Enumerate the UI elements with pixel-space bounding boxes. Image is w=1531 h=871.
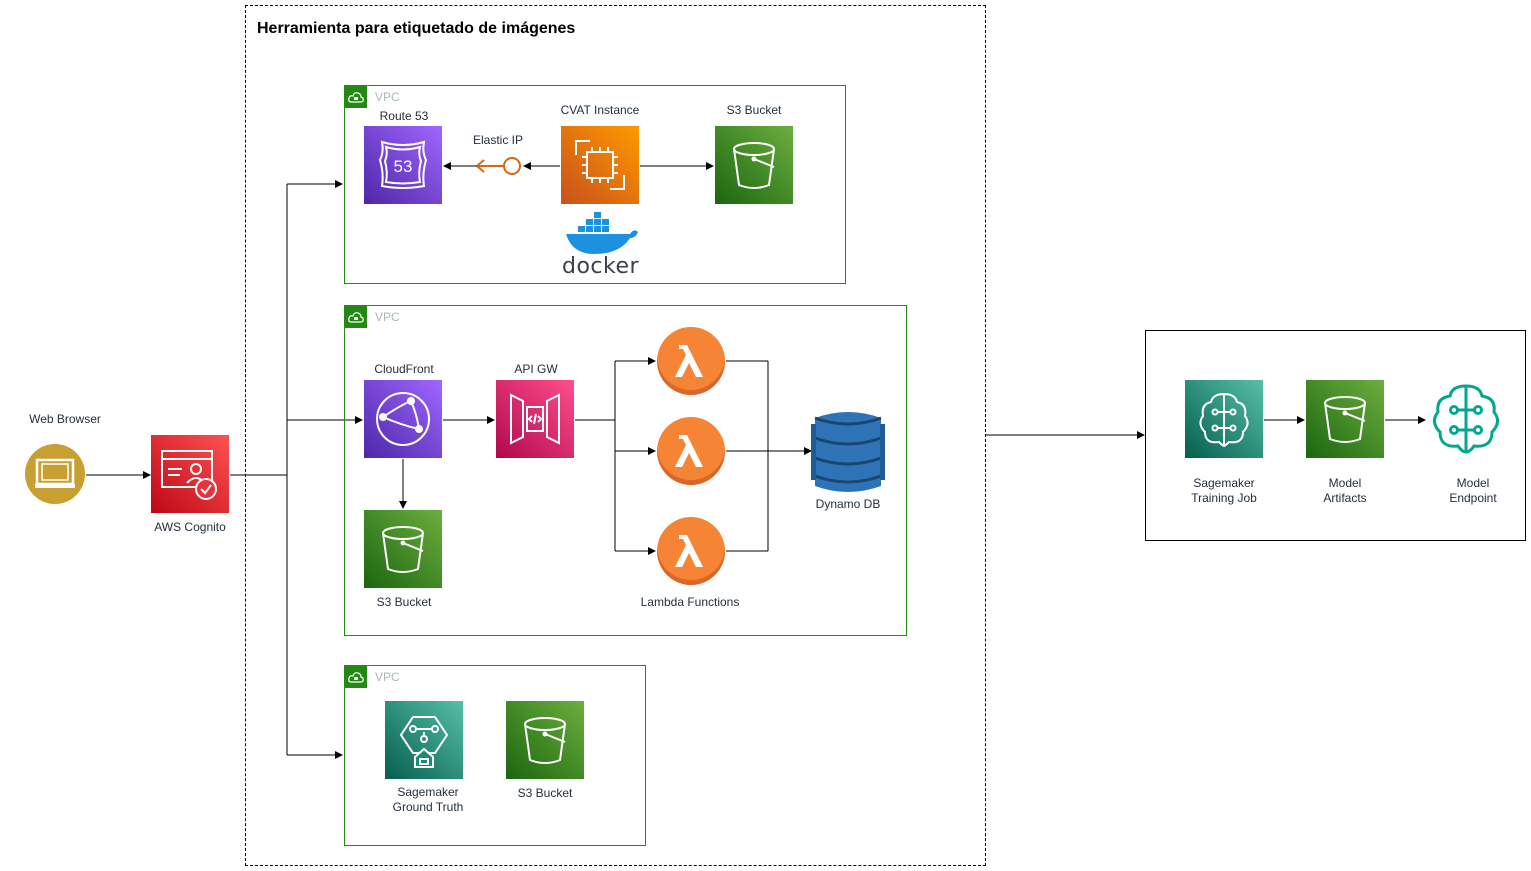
training-job-label-line2: Training Job [1191,491,1257,505]
elastic-ip-label: Elastic IP [472,133,523,147]
dynamodb-icon[interactable] [811,410,885,494]
route53-label: Route 53 [379,109,429,123]
route53-icon[interactable]: 53 [364,126,442,204]
dynamodb-label: Dynamo DB [815,497,881,511]
ml-pipeline-group [1145,330,1526,541]
model-endpoint-label-line1: Model [1456,476,1490,490]
model-endpoint-label-line2: Endpoint [1449,491,1497,505]
api-gw-label: API GW [514,362,558,376]
cloudfront-label: CloudFront [374,362,434,376]
vpc2-s3-label: S3 Bucket [376,595,432,609]
vpc-cloud-icon [345,306,367,328]
vpc2-s3-bucket-icon[interactable] [364,510,442,588]
lambda-function-1-icon[interactable] [657,327,725,395]
cloudfront-icon[interactable] [364,380,442,458]
labeling-tool-group [245,5,986,866]
api-gateway-icon[interactable] [496,380,574,458]
model-artifacts-label-line1: Model [1328,476,1362,490]
ground-truth-label-line1: Sagemaker [397,785,459,799]
cvat-instance-icon[interactable] [561,126,639,204]
model-endpoint-icon[interactable] [1426,380,1506,460]
docker-logo: docker [560,212,642,279]
cvat-label: CVAT Instance [560,103,640,117]
vpc-cloud-icon [345,86,367,108]
model-artifacts-label-line2: Artifacts [1323,491,1367,505]
cognito-label: AWS Cognito [154,520,226,534]
vpc3-s3-bucket-icon[interactable] [506,701,584,779]
vpc3-s3-label: S3 Bucket [517,786,573,800]
lambda-functions-label: Lambda Functions [640,595,740,609]
model-artifacts-s3-icon[interactable] [1306,380,1384,458]
sagemaker-ground-truth-icon[interactable] [385,701,463,779]
ground-truth-label-line2: Ground Truth [392,800,464,814]
vpc-3: VPC [344,665,646,846]
vpc-cloud-icon [345,666,367,688]
route53-badge: 53 [394,157,413,176]
lambda-function-3-icon[interactable] [657,517,725,585]
vpc-label: VPC [375,670,400,684]
vpc1-s3-bucket-icon[interactable] [715,126,793,204]
vpc-label: VPC [375,310,400,324]
web-browser-label: Web Browser [29,412,101,426]
cognito-icon[interactable] [151,435,229,513]
training-job-label-line1: Sagemaker [1193,476,1255,490]
group-title: Herramienta para etiquetado de imágenes [257,20,576,37]
lambda-function-2-icon[interactable] [657,417,725,485]
web-browser-icon [25,444,85,504]
vpc-2: VPC [344,305,907,636]
vpc1-s3-label: S3 Bucket [726,103,782,117]
vpc-label: VPC [375,90,400,104]
sagemaker-training-icon[interactable] [1185,380,1263,458]
vpc-1: VPC [344,85,846,284]
docker-wordmark: docker [562,254,640,279]
